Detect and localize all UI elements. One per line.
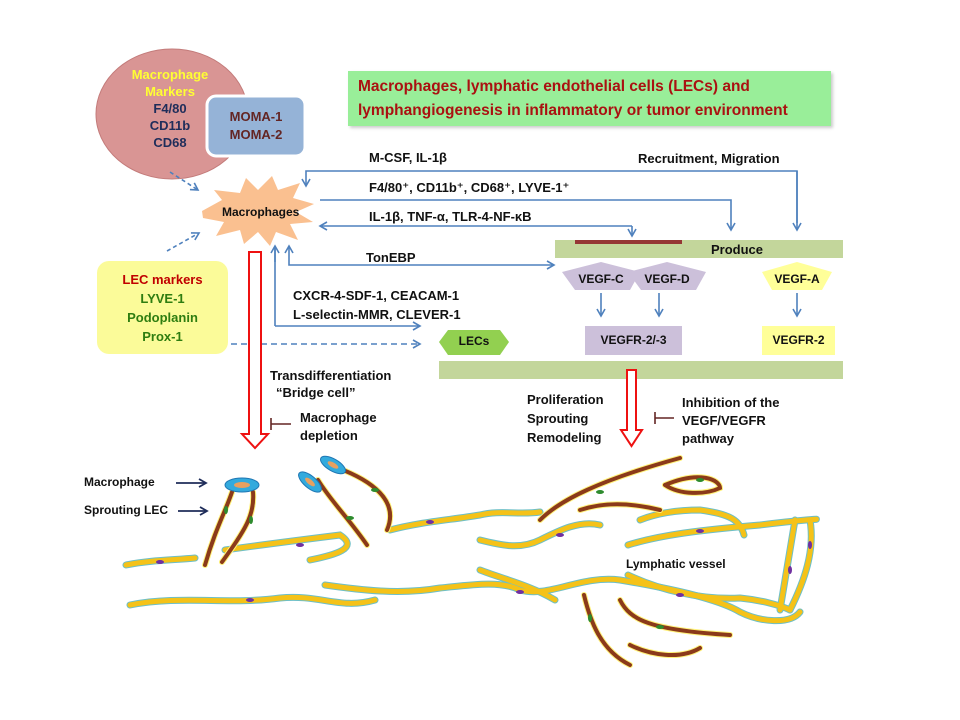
legend-macrophage: Macrophage [84, 475, 155, 489]
arrow-f480 [320, 199, 736, 232]
produce-label: Produce [711, 242, 764, 257]
macrophage-cells [224, 455, 346, 493]
depletion-line2: depletion [300, 428, 358, 443]
signal-recruitment: Recruitment, Migration [638, 151, 780, 166]
lec-markers-heading: LEC markers [122, 272, 203, 287]
macrophage-depletion: Macrophage depletion [300, 409, 377, 445]
lec-markers-box [97, 261, 228, 354]
vegf-c-shape [562, 262, 640, 290]
red-arrow-transdifferentiation [239, 251, 271, 450]
inhibition-bar-brown [575, 240, 682, 244]
signal-mcsf: M-CSF, IL-1β [369, 150, 447, 165]
lec-marker-lyve1: LYVE-1 [140, 291, 185, 306]
moma-labels: MOMA-1 MOMA-2 [207, 108, 305, 144]
lecs-hexagon [439, 330, 509, 355]
outcome-remodeling: Remodeling [527, 430, 602, 445]
macrophage-markers-heading-2: Markers [145, 84, 195, 99]
macrophage-markers-heading-1: Macrophage [131, 67, 209, 82]
macrophages-starburst [202, 176, 314, 246]
marker-cd68: CD68 [153, 135, 187, 150]
inhibition-vegf: Inhibition of the VEGF/VEGFR pathway [682, 394, 779, 448]
vegfr23-box [585, 326, 682, 355]
signal-f480: F4/80⁺, CD11b⁺, CD68⁺, LYVE-1⁺ [369, 180, 570, 195]
vegfr2-box [762, 326, 835, 355]
vegf-a-shape [762, 262, 832, 290]
dashed-arrow-lec-markers [166, 232, 201, 252]
outcome-sprouting: Sprouting [527, 411, 589, 426]
title-line-1: Macrophages, lymphatic endothelial cells… [358, 78, 750, 95]
lecs-label: LECs [458, 334, 490, 348]
transdifferentiation: Transdifferentiation “Bridge cell” [270, 367, 391, 401]
moma-2: MOMA-2 [229, 127, 283, 142]
outcomes: Proliferation Sprouting Remodeling [527, 390, 604, 447]
vegf-a-label: VEGF-A [774, 272, 820, 286]
inhibition-line1: Inhibition of the [682, 395, 780, 410]
depletion-line1: Macrophage [300, 410, 377, 425]
vegf-c-label: VEGF-C [578, 272, 624, 286]
vegfr23-label: VEGFR-2/-3 [600, 333, 667, 347]
vegfr2-label: VEGFR-2 [772, 333, 825, 347]
arrow-tonebp [288, 260, 556, 270]
inhibition-line2: VEGF/VEGFR [682, 413, 766, 428]
inhibition-line3: pathway [682, 431, 735, 446]
signal-cxcr: CXCR-4-SDF-1, CEACAM-1 L-selectin-MMR, C… [293, 286, 461, 324]
macrophages-label: Macrophages [222, 205, 300, 219]
dashed-arrow-markers [169, 171, 200, 191]
lec-marker-podoplanin: Podoplanin [127, 310, 198, 325]
title-line-2: lymphangiogenesis in inflammatory or tum… [358, 102, 788, 119]
red-arrow-proliferation [619, 369, 644, 448]
macrophage-markers: Macrophage Markers F4/80 CD11b CD68 [110, 66, 230, 151]
produce-bar [555, 240, 843, 258]
signal-tonebp: TonEBP [366, 250, 416, 265]
vessel-label: Lymphatic vessel [626, 557, 726, 571]
title-box: Macrophages, lymphatic endothelial cells… [348, 71, 831, 126]
legend-sprouting-lec: Sprouting LEC [84, 503, 168, 517]
vegf-d-shape [628, 262, 706, 290]
vegf-d-label: VEGF-D [644, 272, 690, 286]
transdiff-line2: “Bridge cell” [276, 385, 356, 400]
moma-box [205, 94, 307, 158]
lec-markers: LEC markers LYVE-1 Podoplanin Prox-1 [97, 270, 228, 346]
marker-cd11b: CD11b [149, 118, 191, 133]
lymphatic-vessel-network [122, 455, 820, 668]
moma-1: MOMA-1 [229, 109, 283, 124]
transdiff-line1: Transdifferentiation [270, 368, 392, 383]
signal-cxcr-line1: CXCR-4-SDF-1, CEACAM-1 [293, 288, 460, 303]
signal-cxcr-line2: L-selectin-MMR, CLEVER-1 [293, 307, 461, 322]
receptor-bar [439, 361, 843, 379]
marker-f480: F4/80 [153, 101, 187, 116]
lec-marker-prox1: Prox-1 [142, 329, 183, 344]
signal-il1b: IL-1β, TNF-α, TLR-4-NF-κB [369, 209, 532, 224]
outcome-proliferation: Proliferation [527, 392, 604, 407]
